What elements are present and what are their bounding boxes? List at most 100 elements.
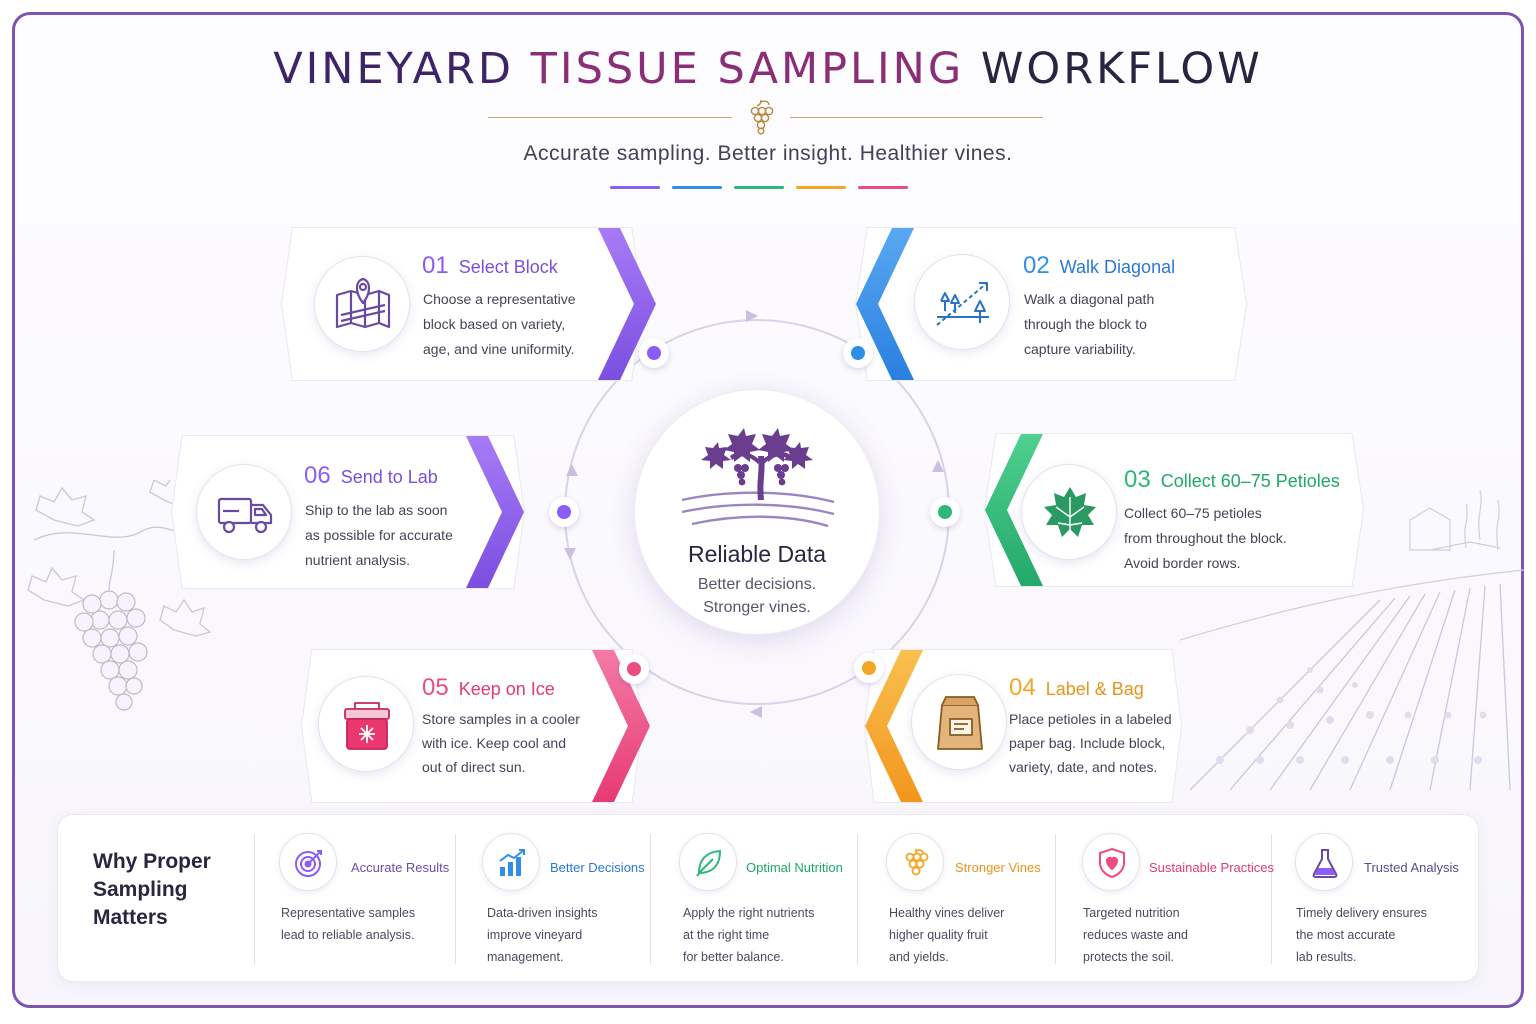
benefits-heading-line: Sampling: [93, 878, 188, 901]
grapevine-center-icon: [681, 428, 835, 528]
benefit-desc-line: Timely delivery ensures: [1296, 906, 1427, 920]
benefit-title: Sustainable Practices: [1149, 860, 1275, 875]
step-desc-line: capture variability.: [1024, 341, 1136, 357]
step-number: 05: [422, 674, 449, 701]
grape-leaf-icon: [1021, 464, 1117, 560]
divider: [1055, 834, 1056, 964]
benefits-heading-line: Matters: [93, 906, 168, 929]
step-title: Collect 60–75 Petioles: [1160, 471, 1340, 491]
center-hub: [634, 389, 880, 635]
benefit-desc-line: Representative samples: [281, 906, 416, 920]
cooler-icon: [318, 676, 414, 772]
step-desc-line: through the block to: [1024, 316, 1147, 332]
benefit-title: Trusted Analysis: [1364, 860, 1459, 875]
divider: [857, 834, 858, 964]
paper-bag-icon: [911, 674, 1007, 770]
benefit-desc: Healthy vines deliver higher quality fru…: [889, 902, 1059, 968]
benefit-desc-line: the most accurate: [1296, 928, 1396, 942]
benefit-desc-line: lab results.: [1296, 950, 1357, 964]
leaf-icon: [679, 833, 737, 891]
step-desc-line: variety, date, and notes.: [1009, 759, 1158, 775]
title-part-1: VINEYARD: [273, 44, 514, 94]
color-swatch-purple: [610, 186, 660, 189]
subtitle: Accurate sampling. Better insight. Healt…: [523, 142, 1013, 165]
benefit-desc-line: improve vineyard: [487, 928, 583, 942]
diagonal-path-icon: [914, 254, 1010, 350]
color-swatch-blue: [672, 186, 722, 189]
benefit-desc-line: Healthy vines deliver: [889, 906, 1005, 920]
center-title: Reliable Data: [687, 541, 827, 567]
benefit-desc-line: management.: [487, 950, 564, 964]
cycle-arrow-right: [932, 460, 944, 472]
benefit-desc-line: Targeted nutrition: [1083, 906, 1180, 920]
benefits-heading-line: Why Proper: [93, 850, 211, 873]
step-title: Select Block: [458, 257, 558, 277]
step-desc-line: from throughout the block.: [1124, 530, 1287, 546]
step-desc-line: Store samples in a cooler: [422, 711, 580, 727]
step-number: 01: [422, 252, 449, 279]
step-desc-line: with ice. Keep cool and: [422, 735, 566, 751]
benefit-desc: Targeted nutrition reduces waste and pro…: [1083, 902, 1253, 968]
chevron-green: [985, 434, 1043, 586]
chevron-purple: [598, 228, 656, 380]
color-swatch-green: [734, 186, 784, 189]
step-number: 04: [1009, 674, 1036, 701]
grapes-icon: [886, 833, 944, 891]
step-dot-03: [930, 497, 960, 527]
benefit-desc-line: reduces waste and: [1083, 928, 1188, 942]
benefit-title: Optimal Nutrition: [746, 860, 843, 875]
step-desc-line: Walk a diagonal path: [1024, 291, 1155, 307]
benefit-desc: Timely delivery ensures the most accurat…: [1296, 902, 1466, 968]
benefit-title: Stronger Vines: [955, 860, 1041, 875]
title-rule-right: [790, 117, 1043, 118]
step-desc-line: out of direct sun.: [422, 759, 526, 775]
color-swatch-orange: [796, 186, 846, 189]
truck-icon: [196, 464, 292, 560]
color-swatch-pink: [858, 186, 908, 189]
benefit-desc-line: for better balance.: [683, 950, 784, 964]
step-card-02: 02 Walk Diagonal Walk a diagonal path thr…: [855, 227, 1247, 381]
bar-chart-icon: [482, 833, 540, 891]
step-dot-05: [619, 654, 649, 684]
cycle-arrow-top: [746, 310, 758, 322]
step-dot-02: [843, 338, 873, 368]
step-dot-01: [639, 338, 669, 368]
shield-heart-icon: [1082, 833, 1140, 891]
step-desc-line: age, and vine uniformity.: [423, 341, 575, 357]
benefit-title: Better Decisions: [550, 860, 645, 875]
divider: [254, 834, 255, 964]
divider: [455, 834, 456, 964]
step-desc-line: nutrient analysis.: [305, 552, 411, 568]
step-number: 03: [1124, 466, 1151, 493]
step-dot-06: [549, 497, 579, 527]
step-number: 02: [1023, 252, 1050, 279]
step-title: Walk Diagonal: [1059, 257, 1176, 277]
benefit-desc-line: Apply the right nutrients: [683, 906, 815, 920]
step-desc-line: block based on variety,: [423, 316, 566, 332]
chevron-blue: [856, 228, 914, 380]
step-desc-line: Avoid border rows.: [1124, 555, 1241, 571]
benefit-desc-line: and yields.: [889, 950, 949, 964]
benefit-desc-line: protects the soil.: [1083, 950, 1175, 964]
title-rule-left: [488, 117, 732, 118]
cycle-arrow-bottom: [750, 706, 762, 718]
cycle-arrow-left-upper: [566, 464, 578, 476]
target-icon: [279, 833, 337, 891]
benefit-desc-line: lead to reliable analysis.: [281, 928, 415, 942]
cycle-arrow-left-lower: [564, 548, 576, 560]
benefit-desc: Data-driven insights improve vineyard ma…: [487, 902, 657, 968]
step-title: Keep on Ice: [458, 679, 555, 699]
step-number: 06: [304, 462, 331, 489]
benefit-desc-line: at the right time: [683, 928, 770, 942]
step-desc-line: Ship to the lab as soon: [305, 502, 448, 518]
title-part-3: WORKFLOW: [980, 44, 1263, 94]
title-part-2: TISSUE SAMPLING: [530, 44, 965, 94]
center-line-2: Stronger vines.: [703, 599, 811, 616]
flask-icon: [1295, 833, 1353, 891]
divider: [650, 834, 651, 964]
